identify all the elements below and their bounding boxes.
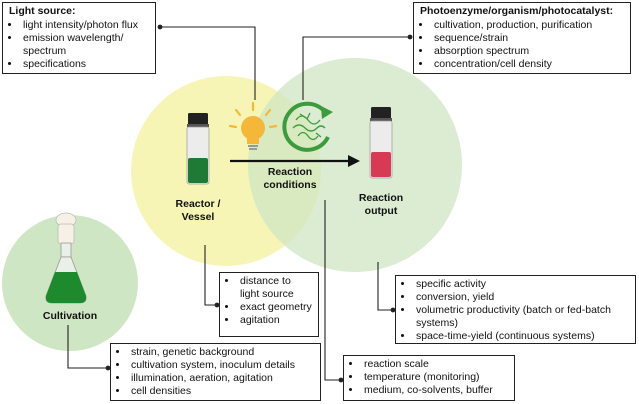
- list-item: reaction scale: [362, 358, 508, 371]
- light-source-box: Light source: light intensity/photon flu…: [2, 2, 156, 74]
- output-details-list: specific activity conversion, yield volu…: [402, 278, 629, 343]
- list-item: specific activity: [414, 278, 629, 291]
- list-item: light intensity/photon flux: [21, 19, 149, 32]
- output-label: Reaction output: [346, 192, 416, 218]
- list-item: specifications: [21, 58, 149, 71]
- list-item: conversion, yield: [414, 291, 629, 304]
- conditions-label: Reaction conditions: [250, 166, 330, 192]
- output-vial-icon: [369, 107, 393, 179]
- cultivation-details-box: strain, genetic background cultivation s…: [110, 343, 321, 401]
- list-item: medium, co-solvents, buffer: [362, 384, 508, 397]
- conditions-label-line2: conditions: [263, 179, 317, 191]
- list-item: agitation: [238, 314, 312, 327]
- cultivation-label: Cultivation: [42, 310, 98, 322]
- list-item: cultivation system, inoculum details: [129, 359, 314, 372]
- output-label-line2: output: [364, 205, 398, 217]
- cultivation-flask-icon: [45, 212, 87, 304]
- reactor-label-line1: Reactor /: [175, 198, 221, 210]
- connector-dots: [105, 24, 413, 383]
- list-item: space-time-yield (continuous systems): [414, 330, 629, 343]
- connector-lines: [67, 26, 410, 381]
- light-source-title: Light source:: [9, 5, 76, 17]
- reactor-details-list: distance to light source exact geometry …: [226, 275, 312, 327]
- conditions-label-line1: Reaction: [267, 166, 313, 178]
- list-item: emission wavelength/ spectrum: [21, 32, 149, 58]
- reactor-vial-icon: [186, 113, 210, 185]
- list-item: sequence/strain: [432, 32, 624, 45]
- photoenzyme-box: Photoenzyme/organism/photocatalyst: cult…: [413, 2, 631, 74]
- reactor-details-box: distance to light source exact geometry …: [219, 272, 319, 337]
- list-item: concentration/cell density: [432, 58, 624, 71]
- list-item: cell densities: [129, 385, 314, 398]
- list-item: strain, genetic background: [129, 346, 314, 359]
- list-item: volumetric productivity (batch or fed-ba…: [414, 304, 629, 330]
- output-circle: [248, 58, 462, 272]
- output-details-box: specific activity conversion, yield volu…: [395, 275, 636, 344]
- reactor-label-line2: Vessel: [181, 211, 215, 223]
- light-bulb-icon: [228, 101, 278, 150]
- list-item: illumination, aeration, agitation: [129, 372, 314, 385]
- list-item: distance to light source: [238, 275, 312, 301]
- reaction-arrow: [230, 155, 360, 167]
- list-item: temperature (monitoring): [362, 371, 508, 384]
- reactor-label: Reactor / Vessel: [168, 198, 228, 224]
- output-label-line1: Reaction: [358, 192, 404, 204]
- conditions-details-list: reaction scale temperature (monitoring) …: [350, 358, 508, 397]
- list-item: exact geometry: [238, 301, 312, 314]
- photoenzyme-list: cultivation, production, purification se…: [420, 19, 624, 71]
- list-item: absorption spectrum: [432, 45, 624, 58]
- list-item: cultivation, production, purification: [432, 19, 624, 32]
- light-source-list: light intensity/photon flux emission wav…: [9, 19, 149, 71]
- cultivation-details-list: strain, genetic background cultivation s…: [117, 346, 314, 398]
- enzyme-cycle-icon: [282, 101, 333, 152]
- photoenzyme-title: Photoenzyme/organism/photocatalyst:: [420, 5, 614, 17]
- conditions-details-box: reaction scale temperature (monitoring) …: [343, 355, 515, 401]
